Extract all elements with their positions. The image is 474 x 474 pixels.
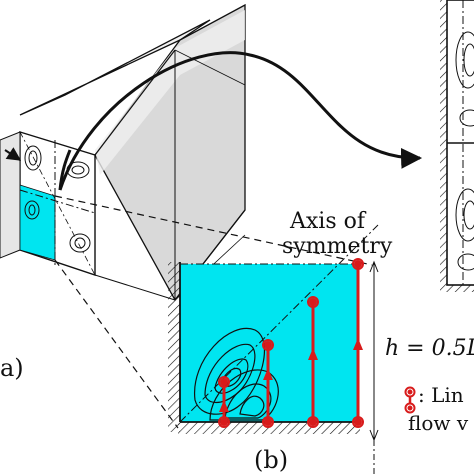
height-dimension (369, 260, 379, 474)
legend-text-line2: flow v (408, 411, 469, 435)
duct-3d (0, 3, 246, 302)
duct-quarter-fluid (19, 184, 56, 261)
axis-label-line1: Axis of (289, 209, 367, 234)
duct-top-face (19, 19, 211, 116)
panel-b-quarter (168, 224, 379, 474)
right-cross-section (440, 0, 474, 292)
axis-label-line2: symmetry (282, 234, 393, 259)
panel-b-label: (b) (254, 446, 288, 474)
legend-marker-icon (404, 386, 416, 414)
legend-text-line1: : Lin (418, 383, 464, 407)
duct-side-face (94, 3, 246, 302)
sample-lines (218, 258, 364, 428)
symmetry-axis (179, 224, 379, 423)
projection-line-top (54, 195, 373, 266)
curved-arrow (58, 51, 423, 191)
projection-line-bottom (54, 259, 179, 429)
duct-highlight (95, 10, 245, 175)
panel-a-label: a) (0, 354, 24, 382)
height-label: h = 0.5L (385, 336, 474, 361)
